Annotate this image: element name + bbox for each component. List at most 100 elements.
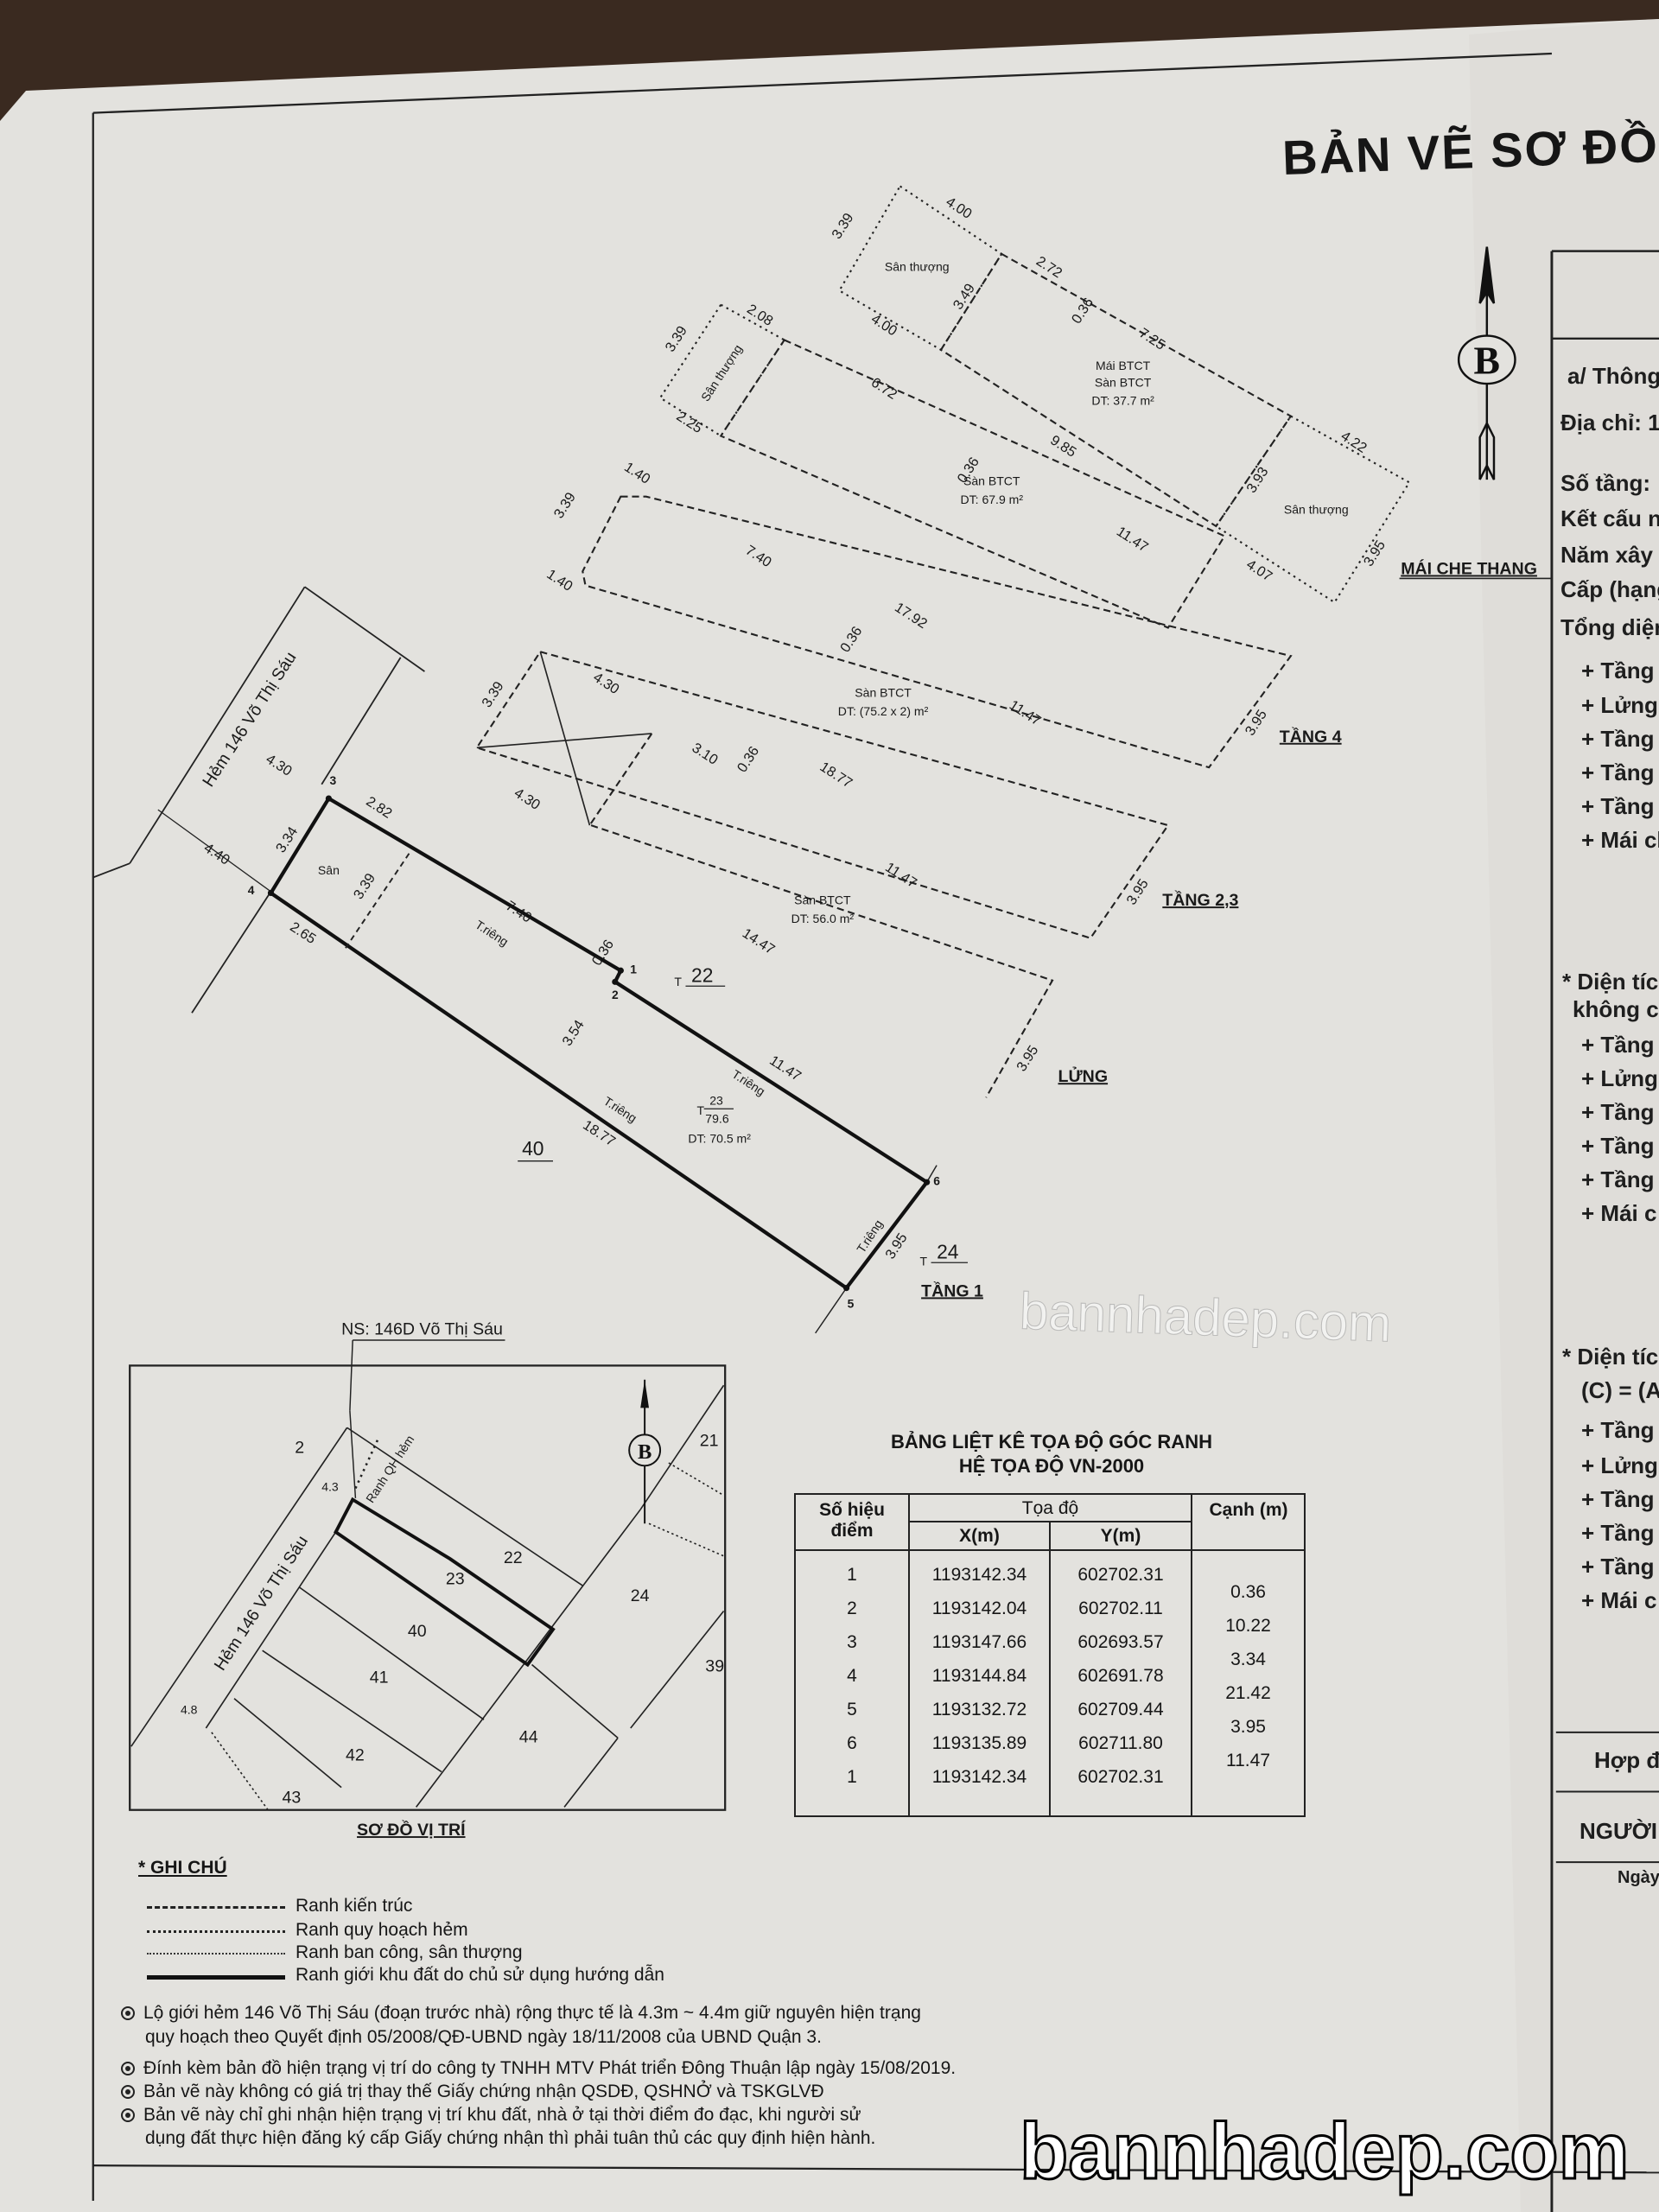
plan-text: DT: 37.7 m² <box>1091 394 1154 408</box>
dimension-label: 14.47 <box>740 925 778 957</box>
y-cell: 602693.57 <box>1077 1632 1164 1652</box>
plan-text: Sân thượng <box>698 342 745 404</box>
dashed-line-sample <box>147 1906 285 1909</box>
plot-40: 40 <box>522 1137 543 1160</box>
legend-item: Ranh giới khu đất do chủ sử dụng hướng d… <box>147 1965 752 1987</box>
dimension-label: 3.95 <box>1014 1043 1041 1074</box>
coordinate-title-line2: HỆ TỌA ĐỘ VN-2000 <box>958 1455 1145 1477</box>
dimension-label: 4.30 <box>264 751 295 779</box>
floor-item: + Tầng 2 <box>1581 1099 1659 1125</box>
info-heading: a/ Thông <box>1567 363 1659 389</box>
floor1-land-boundary <box>267 795 938 1334</box>
dimension-label: 11.47 <box>1114 524 1151 556</box>
edge-length-cell: 0.36 <box>1230 1582 1266 1602</box>
legend-title: * GHI CHÚ <box>138 1858 227 1878</box>
floor-item: + Tầng 4 <box>1581 1166 1659 1192</box>
parcel-39: 39 <box>705 1657 724 1676</box>
coordinate-table-title: BẢNG LIỆT KÊ TỌA ĐỘ GÓC RANH HỆ TỌA ĐỘ V… <box>792 1430 1311 1478</box>
plot-22: 22 <box>691 963 713 986</box>
dimension-label: 4.07 <box>1243 556 1274 584</box>
width-top: 4.3 <box>321 1480 339 1494</box>
floor-item: + Tầng <box>1581 1520 1655 1546</box>
note: Đính kèm bản đồ hiện trạng vị trí do côn… <box>121 2058 956 2079</box>
plot-prefix: T <box>674 975 682 988</box>
heading-floor1: TẦNG 1 <box>921 1281 983 1300</box>
parcel-44: 44 <box>519 1727 538 1746</box>
heading-mezzanine: LỬNG <box>1058 1065 1108 1086</box>
section-b-title: * Diện tích <box>1562 969 1659 995</box>
floor-item: + Tầng <box>1581 1486 1655 1512</box>
dimension-label: 3.93 <box>1243 464 1271 495</box>
y-cell: 602702.31 <box>1077 1565 1164 1585</box>
y-cell: 602702.31 <box>1077 1767 1164 1787</box>
dimension-label: 1.40 <box>543 567 575 594</box>
plot-labels: T 22 T 23 79.6 40 T 24 <box>518 963 968 1268</box>
y-cell: 602711.80 <box>1078 1733 1163 1753</box>
plan-text: T.riêng <box>729 1067 767 1098</box>
dimension-label: 11.47 <box>1007 697 1044 729</box>
dimension-label: 11.47 <box>766 1052 804 1084</box>
plan-text: T.riêng <box>854 1217 885 1255</box>
dimension-label: 7.25 <box>1136 325 1167 353</box>
parcel-23: 23 <box>446 1569 465 1588</box>
note: Lộ giới hẻm 146 Võ Thị Sáu (đoạn trước n… <box>121 2003 921 2024</box>
bullet-icon <box>121 2006 135 2020</box>
plan-text: DT: (75.2 x 2) m² <box>838 704 929 718</box>
roof-plan <box>837 185 1411 604</box>
dotted-line-sample <box>147 1930 285 1933</box>
x-cell: 1193144.84 <box>931 1666 1027 1686</box>
plan-text: Sàn BTCT <box>855 686 912 700</box>
bullet-icon <box>121 2062 135 2075</box>
dimension-label: 4.30 <box>512 785 543 813</box>
site-map: B NS: 146D Võ Thị Sáu Hẻm 146 Võ Thị Sáu… <box>129 1319 727 1840</box>
bullet-icon <box>121 2085 135 2099</box>
point-number: 3 <box>329 773 336 787</box>
x-cell: 1193147.66 <box>931 1632 1027 1652</box>
contract-label: Hợp đ <box>1594 1747 1659 1773</box>
parcel-42: 42 <box>346 1746 365 1765</box>
floor-item: + Tầng 1 <box>1581 1032 1659 1058</box>
note: Bản vẽ này chỉ ghi nhận hiện trạng vị tr… <box>121 2105 861 2126</box>
note: Bản vẽ này không có giá trị thay thế Giấ… <box>121 2082 824 2102</box>
width-bottom: 4.8 <box>181 1703 198 1717</box>
dimension-label: 3.95 <box>1361 537 1389 569</box>
dimension-label: 3.39 <box>479 679 506 710</box>
floor-item: + Lửng: <box>1581 1065 1659 1091</box>
point-number-cell: 3 <box>847 1632 857 1652</box>
point-number: 5 <box>848 1296 855 1310</box>
dimension-label: 17.92 <box>892 600 930 632</box>
section-b-title: không có <box>1573 996 1659 1022</box>
plan-text: DT: 70.5 m² <box>688 1131 751 1145</box>
plan-text: T.riêng <box>601 1094 639 1125</box>
floor4-outline <box>582 495 1293 769</box>
section-c-title: (C) = (A <box>1581 1377 1659 1403</box>
point-number-cell: 2 <box>847 1599 857 1618</box>
signer-label: NGƯỜI S <box>1580 1818 1659 1844</box>
plot-24: 24 <box>937 1240 959 1262</box>
floor-item: + Mái ch <box>1581 827 1659 853</box>
dimension-label: 3.95 <box>1243 707 1270 738</box>
dimension-label: 0.36 <box>589 937 617 968</box>
edge-length-cell: 10.22 <box>1225 1616 1271 1636</box>
legend-label: Ranh ban công, sân thượng <box>296 1942 523 1962</box>
y-cell: 602702.11 <box>1078 1599 1163 1618</box>
coordinate-table: Số hiệu điểm Tọa độ X(m) Y(m) Cạnh (m) 1… <box>794 1493 1306 1817</box>
dimension-label: 18.77 <box>580 1117 618 1149</box>
y-cell: 602709.44 <box>1077 1700 1164 1719</box>
plan-text: DT: 56.0 m² <box>791 912 855 925</box>
dimension-label: 3.39 <box>829 211 856 242</box>
note-text: Bản vẽ này chỉ ghi nhận hiện trạng vị tr… <box>143 2105 861 2125</box>
plan-text: Sân <box>318 863 340 877</box>
dimension-label: 0.36 <box>837 624 865 655</box>
y-cell: 602691.78 <box>1077 1666 1164 1686</box>
dimension-label: 3.10 <box>690 740 721 767</box>
legend-label: Ranh kiến trúc <box>296 1896 413 1916</box>
bullet-icon <box>121 2108 135 2122</box>
plan-text: Sân thượng <box>1284 502 1349 516</box>
plan-text: T.riêng <box>473 918 511 949</box>
edge-length-cell: 3.95 <box>1230 1717 1266 1737</box>
dimension-label: 4.40 <box>201 840 232 868</box>
